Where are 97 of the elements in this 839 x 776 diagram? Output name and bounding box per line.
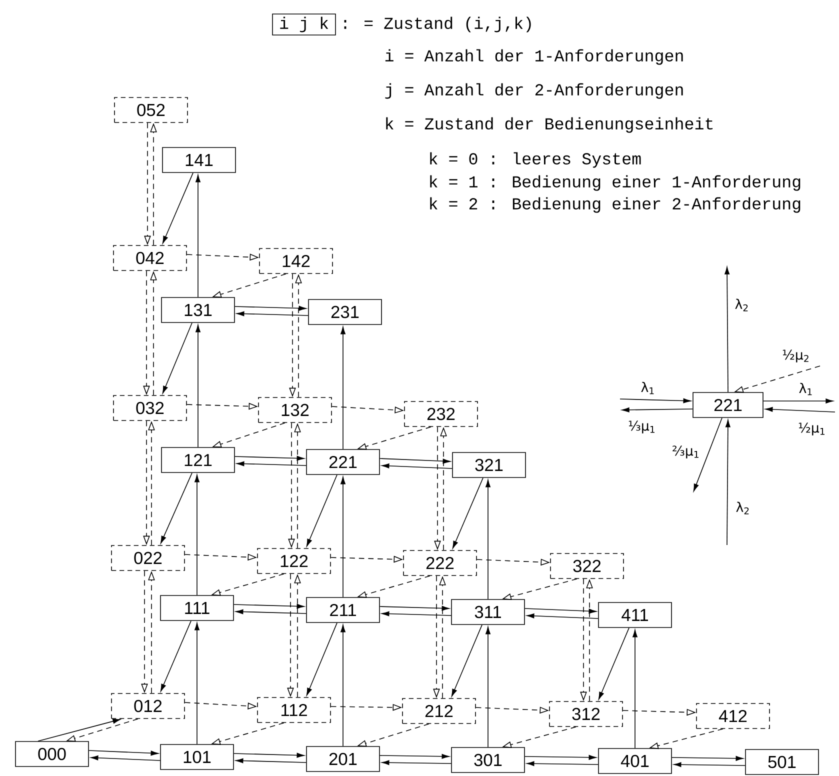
state-box: 312 <box>549 701 623 727</box>
state-box: 311 <box>451 599 525 625</box>
state-box: 232 <box>404 401 478 427</box>
state-box: 112 <box>257 697 331 723</box>
arrow <box>236 758 306 764</box>
key-box: i j k <box>272 14 336 36</box>
state-box: 221 <box>306 449 380 475</box>
edge-label: ⅔μ$_{1}$ <box>672 446 698 458</box>
arrow <box>236 461 306 466</box>
arrow <box>598 628 630 700</box>
state-box: 131 <box>161 297 235 323</box>
state-box: 231 <box>308 299 382 325</box>
arrow <box>486 480 490 600</box>
state-box: 042 <box>113 245 187 271</box>
edge-label: ⅓μ$_{1}$ <box>628 420 654 434</box>
arrow <box>382 611 452 616</box>
state-box: 212 <box>402 698 476 724</box>
state-box: 201 <box>306 746 380 772</box>
state-box: 012 <box>111 693 185 719</box>
state-box: 111 <box>160 595 234 621</box>
edge-label: λ$_{2}$ <box>736 502 749 514</box>
definition-text: : = Zustand (i,j,k) <box>344 16 531 32</box>
state-box: 222 <box>403 550 477 576</box>
state-box: 101 <box>160 744 234 770</box>
arrow <box>452 478 484 549</box>
arrow <box>340 326 346 450</box>
state-box: 000 <box>15 741 89 767</box>
arrow <box>38 718 120 742</box>
state-box: 122 <box>257 548 331 574</box>
state-box: 412 <box>696 703 770 729</box>
arrow <box>382 463 452 469</box>
arrow <box>234 456 304 461</box>
definition-text: k = Zustand der Bedienungseinheit <box>386 117 713 133</box>
arrow <box>194 622 200 744</box>
state-box: 141 <box>162 147 236 173</box>
arrow <box>725 420 730 546</box>
state-box: 301 <box>451 747 525 773</box>
arrow <box>486 626 490 748</box>
state-box: 221 <box>692 392 764 418</box>
state-box: 032 <box>113 395 187 421</box>
state-box: 132 <box>258 397 332 423</box>
arrow <box>724 266 730 392</box>
definition-text: k = 1 : Bedienung einer 1-Anforderung <box>430 175 800 191</box>
arrow <box>451 624 482 697</box>
arrow <box>622 407 693 412</box>
arrow <box>90 755 160 761</box>
arrow <box>382 760 452 766</box>
arrow <box>234 604 304 609</box>
arrow <box>162 172 194 244</box>
arrow <box>524 754 596 760</box>
edge-label: λ$_{2}$ <box>735 298 748 312</box>
arrow <box>236 609 306 614</box>
state-box: 322 <box>550 553 624 579</box>
arrow <box>340 624 346 746</box>
arrow <box>306 474 338 547</box>
arrow <box>526 761 598 766</box>
arrow <box>234 752 304 758</box>
arrow <box>524 608 596 614</box>
state-box: 022 <box>111 545 185 571</box>
arrow <box>234 306 306 311</box>
edge-label: ½μ$_{2}$ <box>782 350 808 362</box>
definition-text: j = Anzahl der 2-Anforderungen <box>385 83 683 99</box>
arrow <box>620 398 691 404</box>
definition-text: k = 0 : leeres System <box>430 152 641 168</box>
state-box: 052 <box>114 97 188 123</box>
arrow <box>672 756 744 761</box>
arrow <box>763 398 834 404</box>
arrow <box>160 620 192 692</box>
arrow <box>306 622 338 696</box>
arrow <box>526 613 598 619</box>
arrow <box>380 458 450 464</box>
state-box: 401 <box>598 748 672 774</box>
state-box: 142 <box>259 248 333 274</box>
arrow <box>674 762 746 768</box>
arrow <box>632 630 638 748</box>
definition-text: k = 2 : Bedienung einer 2-Anforderung <box>430 197 800 213</box>
arrow <box>194 474 200 596</box>
state-box: 411 <box>598 602 672 628</box>
edge-label: λ$_{1}$ <box>799 382 812 396</box>
edge-label: ½μ$_{1}$ <box>798 422 824 436</box>
state-box: 121 <box>161 447 235 473</box>
state-box: 501 <box>745 749 819 775</box>
state-box: 321 <box>452 452 526 478</box>
definition-text: i = Anzahl der 1-Anforderungen <box>385 49 683 65</box>
edge-label: λ$_{1}$ <box>641 382 654 394</box>
arrow <box>765 406 836 412</box>
arrow <box>196 324 200 448</box>
state-box: 211 <box>306 597 380 623</box>
arrow <box>236 311 308 316</box>
arrow <box>196 174 200 298</box>
arrow <box>380 754 450 759</box>
arrow <box>380 606 450 611</box>
arrow <box>693 418 722 492</box>
arrow <box>88 750 158 756</box>
arrow <box>160 472 192 544</box>
arrow <box>162 322 192 394</box>
arrow <box>340 476 346 598</box>
